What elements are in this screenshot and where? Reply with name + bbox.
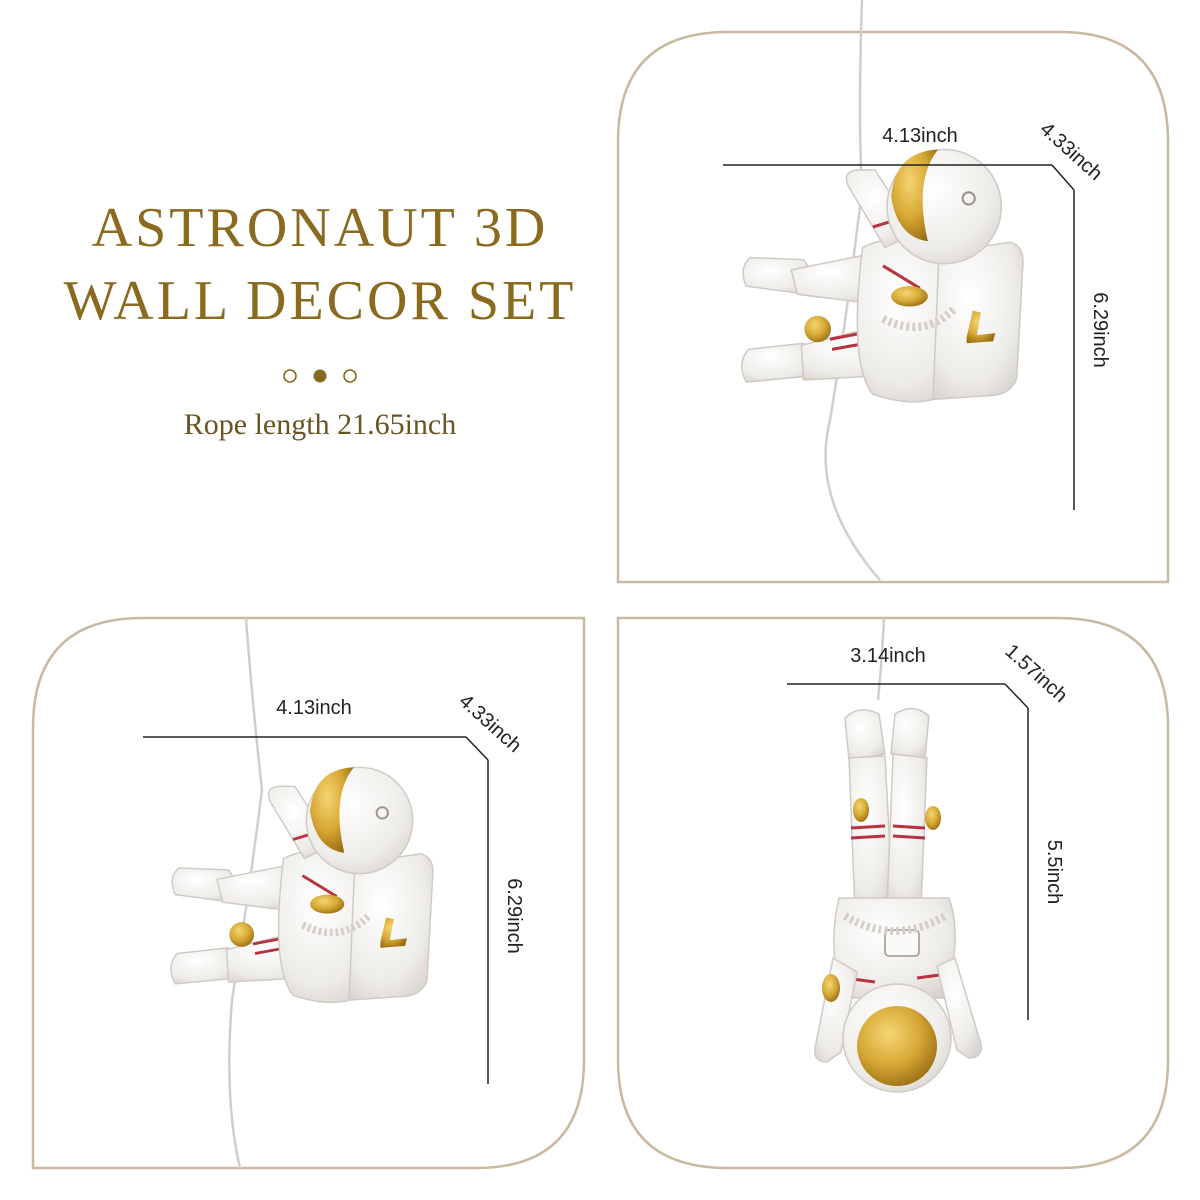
carousel-dots — [283, 369, 357, 383]
depth-dimension-line — [1051, 164, 1075, 191]
panel-top-right: 4.13inch 4.33inch 6.29inch — [723, 0, 1111, 581]
page-title-line2: WALL DECOR SET — [63, 270, 577, 332]
depth-dimension-line — [1004, 683, 1029, 709]
carousel-dot-2 — [313, 369, 327, 383]
width-label: 3.14inch — [850, 645, 926, 667]
page-title-line1: ASTRONAUT 3D — [91, 197, 549, 259]
frame-bottom-right — [616, 616, 1170, 1170]
carousel-dot-1 — [283, 369, 297, 383]
frame-bottom-left — [31, 616, 586, 1170]
astronaut-climbing-figure — [171, 767, 433, 1002]
depth-label: 4.33inch — [455, 690, 526, 757]
depth-label: 4.33inch — [1036, 118, 1107, 185]
height-label: 5.5inch — [1043, 840, 1065, 905]
rope-length-subtitle: Rope length 21.65inch — [183, 408, 457, 441]
depth-label: 1.57inch — [1001, 640, 1072, 707]
rope-line — [824, 0, 881, 581]
frame-top-right — [616, 30, 1170, 584]
width-label: 4.13inch — [276, 697, 352, 719]
rope-line — [876, 617, 886, 701]
panel-bottom-left: 4.13inch 4.33inch 6.29inch — [143, 617, 526, 1169]
height-label: 6.29inch — [503, 878, 525, 954]
astronaut-climbing-figure — [742, 149, 1023, 401]
height-label: 6.29inch — [1089, 292, 1111, 368]
width-label: 4.13inch — [882, 125, 958, 147]
astronaut-hanging-figure — [815, 708, 982, 1092]
depth-dimension-line — [465, 736, 489, 761]
panel-bottom-right: 3.14inch 1.57inch 5.5inch — [787, 617, 1072, 1092]
carousel-dot-3 — [343, 369, 357, 383]
